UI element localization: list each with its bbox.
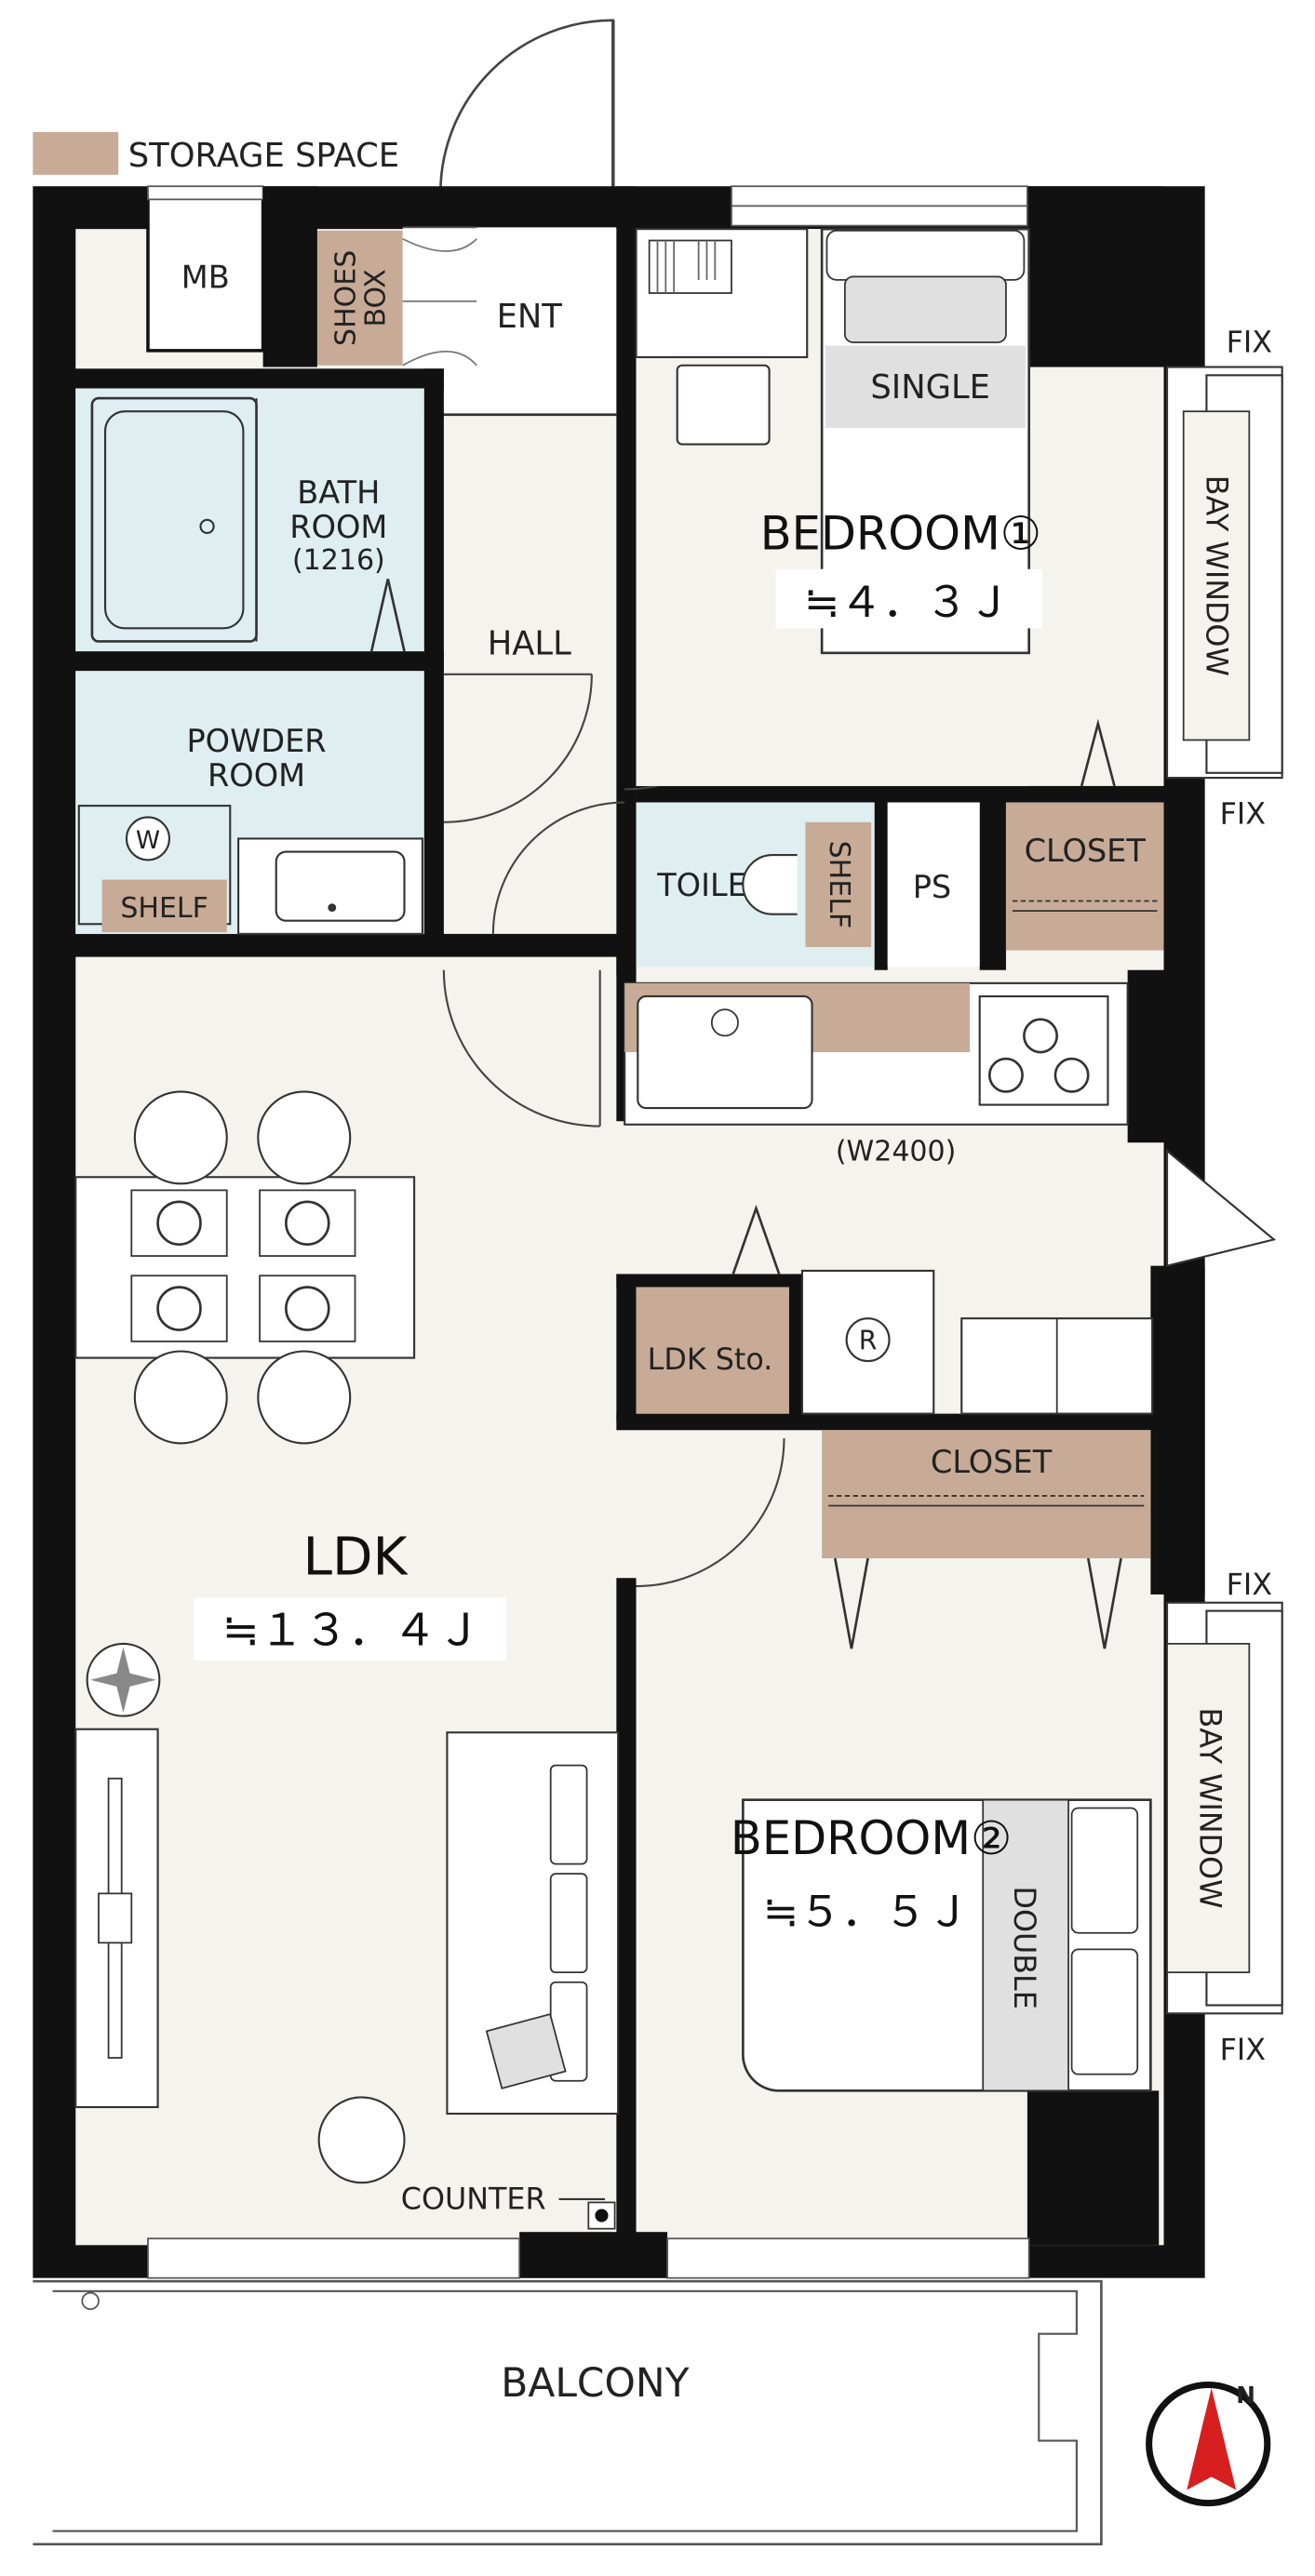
- bedroom1-size: ≒４．３Ｊ: [804, 577, 1011, 627]
- fix-label-4: FIX: [1220, 2033, 1266, 2067]
- compass-icon: N: [1146, 2382, 1271, 2507]
- ldk-storage: [636, 1287, 789, 1414]
- ps-label: PS: [913, 869, 952, 905]
- bathtub: [90, 396, 258, 643]
- toilet-shelf: [805, 821, 872, 948]
- washer-label: W: [136, 826, 160, 855]
- interior-walls: [62, 186, 1205, 2278]
- kitchen-sink: [637, 994, 813, 1110]
- legend-storage-label: STORAGE SPACE: [128, 137, 399, 175]
- storage-swatch: [33, 131, 119, 175]
- stove: [978, 994, 1109, 1106]
- meter-box: [146, 195, 265, 353]
- bedroom1-label: BEDROOM①: [760, 507, 1041, 561]
- window-bottom-left: [147, 2237, 521, 2279]
- single-bed-label: SINGLE: [870, 368, 990, 407]
- shoes-box: [316, 230, 403, 366]
- fix-label-2: FIX: [1220, 797, 1266, 832]
- bay-window-bottom-label: BAY WINDOW: [1192, 1707, 1227, 1908]
- closet2-label: CLOSET: [931, 1444, 1053, 1480]
- washbasin: [237, 837, 423, 935]
- bath-label-1: BATH: [297, 474, 380, 511]
- round-table: [317, 2096, 406, 2184]
- bath-label-2: ROOM: [289, 509, 387, 545]
- toilet-shelf-label: SHELF: [823, 841, 855, 929]
- closet-2: [822, 1430, 1151, 1559]
- bay-window-top-label: BAY WINDOW: [1199, 475, 1233, 676]
- shoes-box-label-2: BOX: [359, 269, 392, 327]
- bedroom2-label: BEDROOM②: [731, 1811, 1012, 1865]
- fix-label-3: FIX: [1227, 1568, 1272, 1602]
- desk-chair: [676, 364, 771, 446]
- shoes-box-label-1: SHOES: [330, 250, 363, 346]
- powder-label-1: POWDER: [186, 723, 326, 759]
- fridge-label: R: [859, 1326, 878, 1356]
- ldk-label: LDK: [302, 1528, 409, 1588]
- closet-1: [1005, 802, 1164, 951]
- counter-label: COUNTER: [401, 2182, 546, 2216]
- balcony: BALCONY: [33, 2279, 1103, 2546]
- window-bottom-right: [666, 2237, 1030, 2279]
- mb-label: MB: [181, 260, 230, 296]
- powder-label-2: ROOM: [208, 757, 305, 794]
- kitchen-width-label: (W2400): [836, 1136, 957, 1168]
- washer-icon: [125, 816, 170, 861]
- bedroom2-size: ≒５．５Ｊ: [763, 1887, 970, 1937]
- fridge-icon: [845, 1317, 891, 1363]
- ldk-size: ≒１３．４Ｊ: [222, 1606, 481, 1657]
- hall-label: HALL: [488, 625, 571, 663]
- legend: STORAGE SPACE: [33, 131, 399, 175]
- closet1-label: CLOSET: [1025, 833, 1147, 869]
- entry-door: [439, 19, 615, 192]
- pipe-space: [887, 802, 980, 968]
- powder-shelf-label: SHELF: [120, 892, 208, 925]
- fix-label-1: FIX: [1227, 326, 1272, 360]
- powder-shelf: [101, 879, 227, 933]
- plant-icon: [86, 1642, 161, 1717]
- dining-set: [74, 1090, 416, 1445]
- double-bed-label: DOUBLE: [1007, 1886, 1041, 2009]
- ldk-storage-label: LDK Sto.: [648, 1342, 773, 1377]
- balcony-label: BALCONY: [501, 2360, 689, 2406]
- bath-size-label: (1216): [292, 544, 385, 577]
- ent-label: ENT: [497, 298, 563, 336]
- compass-north: N: [1236, 2382, 1255, 2409]
